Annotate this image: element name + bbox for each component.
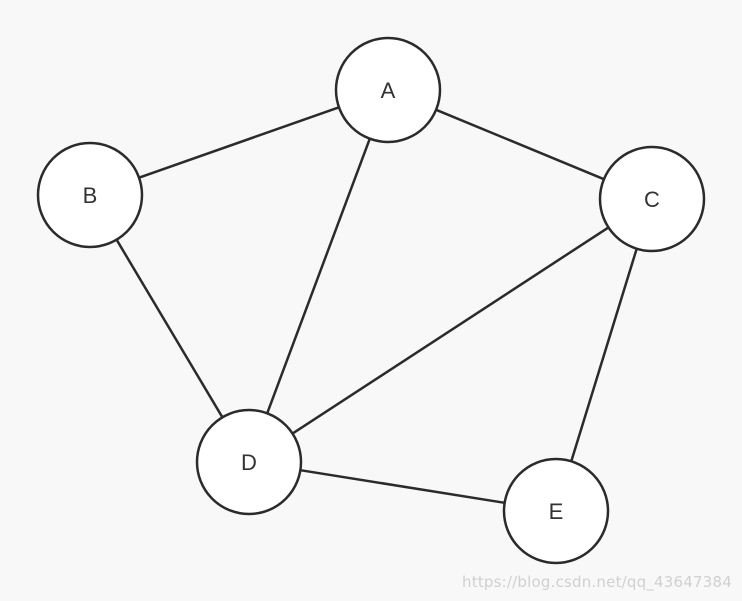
node-c: C [598,145,706,253]
node-label-b: B [83,183,98,208]
edge-d-e [299,468,506,505]
watermark-text: https://blog.csdn.net/qq_43647384 [462,573,732,591]
node-a: A [334,36,442,144]
nodes-layer: A B C D E [36,36,706,565]
node-label-e: E [549,499,564,524]
edge-a-b [137,106,341,179]
node-circle-c [598,145,706,253]
edges-layer [115,106,638,505]
node-label-c: C [644,187,660,212]
edge-c-e [570,247,638,463]
edge-a-d [265,137,372,415]
node-circle-d [195,408,303,516]
node-label-a: A [381,78,396,103]
edge-a-c [434,108,606,181]
edge-c-d [291,226,610,435]
node-circle-e [502,457,610,565]
node-circle-a [334,36,442,144]
node-e: E [502,457,610,565]
node-b: B [36,141,144,249]
node-label-d: D [241,450,257,475]
edge-b-d [115,238,224,419]
node-d: D [195,408,303,516]
node-circle-b [36,141,144,249]
